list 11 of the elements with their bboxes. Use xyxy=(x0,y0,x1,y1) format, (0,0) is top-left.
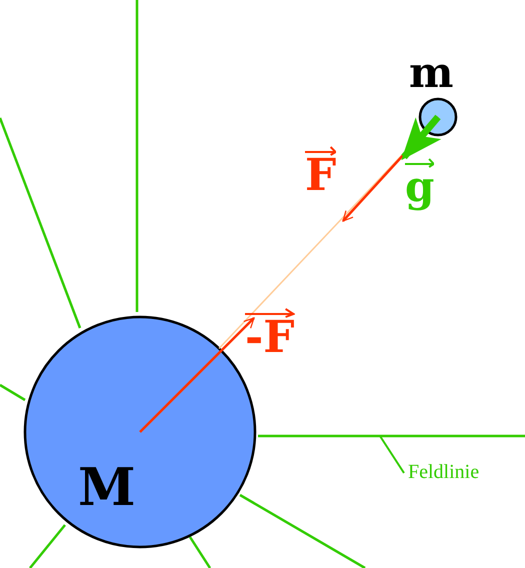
mass-circle xyxy=(418,98,458,136)
field-line-label: Feldlinie xyxy=(408,462,480,482)
vector-label: F xyxy=(305,146,336,198)
leader-line xyxy=(379,435,405,474)
mass-label: M xyxy=(78,462,136,514)
force-arrow xyxy=(139,317,255,433)
vector-label: g xyxy=(405,158,434,208)
vector-label: -F xyxy=(245,308,294,360)
field-line xyxy=(258,434,525,438)
mass-label: m xyxy=(409,52,454,94)
force-arrow xyxy=(401,114,442,160)
